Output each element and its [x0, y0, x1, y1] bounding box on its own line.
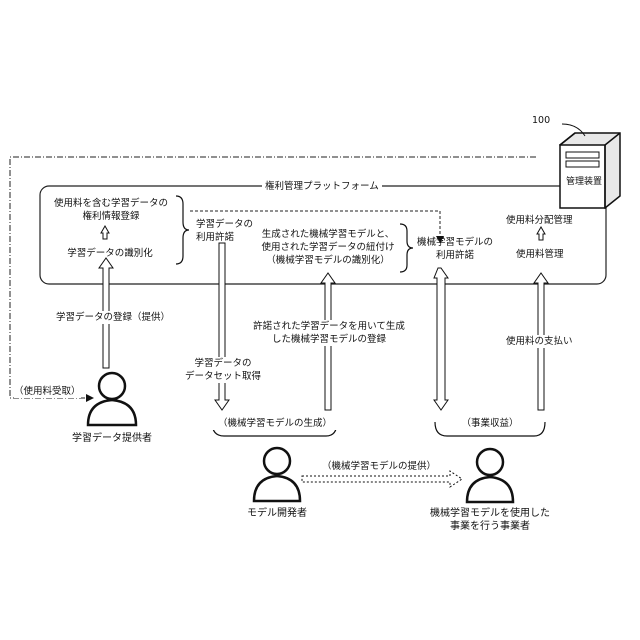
internal-up-arrow-1	[101, 226, 109, 239]
model-usage-permission-label: 機械学習モデルの 利用許諾	[410, 236, 500, 262]
fee-payment-label: 使用料の支払い	[506, 335, 573, 348]
data-provider-person-icon	[88, 373, 136, 425]
data-registration-label: 学習データの登録（提供）	[56, 311, 170, 324]
device-ref-number: 100	[532, 114, 550, 127]
data-provider-label: 学習データ提供者	[62, 432, 162, 445]
register-with-fee-label: 使用料を含む学習データの 権利情報登録	[52, 197, 170, 223]
fee-distribution-label: 使用料分配管理	[506, 214, 573, 227]
model-generation-label: （機械学習モデルの生成）	[210, 417, 340, 430]
management-device-label: 管理装置	[566, 176, 602, 189]
fee-receipt-label: （使用料受取）	[14, 385, 81, 398]
model-developer-label: モデル開発者	[232, 507, 322, 520]
dataset-acquisition-label: 学習データの データセット取得	[180, 357, 266, 383]
data-usage-permission-label: 学習データの 利用許諾	[196, 218, 253, 244]
platform-title: 権利管理プラットフォーム	[262, 180, 382, 193]
business-operator-person-icon	[467, 449, 513, 502]
business-operator-label: 機械学習モデルを使用した 事業を行う事業者	[422, 507, 558, 533]
fee-management-label: 使用料管理	[516, 248, 564, 261]
arrow-model-provision	[302, 471, 462, 487]
link-model-data-label: 生成された機械学習モデルと、 使用された学習データの紐付け	[258, 228, 398, 254]
business-revenue-label: （事業収益）	[445, 417, 535, 430]
model-provision-label: （機械学習モデルの提供）	[320, 460, 438, 473]
left-brace	[176, 196, 189, 264]
model-developer-person-icon	[254, 448, 300, 501]
fee-receipt-line	[10, 157, 536, 398]
internal-up-arrow-2	[537, 227, 545, 240]
identify-model-label: （機械学習モデルの識別化）	[258, 254, 398, 267]
management-device-icon	[560, 133, 620, 208]
model-registration-label: 許諾された学習データを用いて生成 した機械学習モデルの登録	[250, 320, 408, 346]
identify-data-label: 学習データの識別化	[60, 247, 160, 260]
arrow-model-permission	[434, 268, 448, 410]
arrow-dataset-acquisition	[215, 243, 229, 410]
fee-receipt-arrowhead	[86, 394, 94, 402]
